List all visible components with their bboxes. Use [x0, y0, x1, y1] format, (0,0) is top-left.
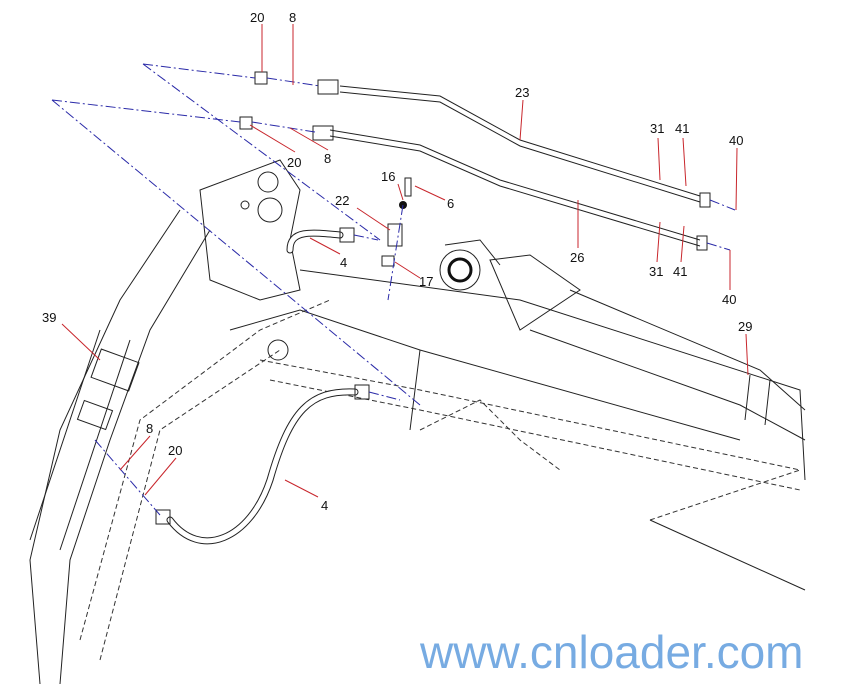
- part-label: 41: [673, 264, 687, 279]
- part-label: 4: [340, 255, 347, 270]
- part-label: 31: [650, 121, 664, 136]
- part-label: 20: [168, 443, 182, 458]
- part-label: 4: [321, 498, 328, 513]
- part-label: 16: [381, 169, 395, 184]
- part-label: 41: [675, 121, 689, 136]
- pipes: [239, 71, 711, 251]
- part-label: 40: [729, 133, 743, 148]
- part-label: 26: [570, 250, 584, 265]
- part-label: 8: [146, 421, 153, 436]
- part-label: 23: [515, 85, 529, 100]
- boom-cylinder: [439, 239, 806, 441]
- part-label: 22: [335, 193, 349, 208]
- part-label: 29: [738, 319, 752, 334]
- part-label: 17: [419, 274, 433, 289]
- arm-cylinder: [29, 329, 140, 551]
- boom-structure: [29, 159, 806, 684]
- leader-lines: [61, 24, 749, 498]
- part-label: 40: [722, 292, 736, 307]
- part-label: 39: [42, 310, 56, 325]
- part-label: 20: [250, 10, 264, 25]
- part-label: 8: [324, 151, 331, 166]
- part-label: 8: [289, 10, 296, 25]
- part-label: 20: [287, 155, 301, 170]
- part-label: 31: [649, 264, 663, 279]
- hoses: [155, 177, 412, 545]
- part-number-labels: 20 8 23 31 41 40 20 8 16 6 22 4 17 26 31…: [42, 10, 752, 513]
- watermark: www.cnloader.com: [419, 626, 804, 678]
- assembly-axis-lines: [51, 63, 736, 516]
- part-label: 6: [447, 196, 454, 211]
